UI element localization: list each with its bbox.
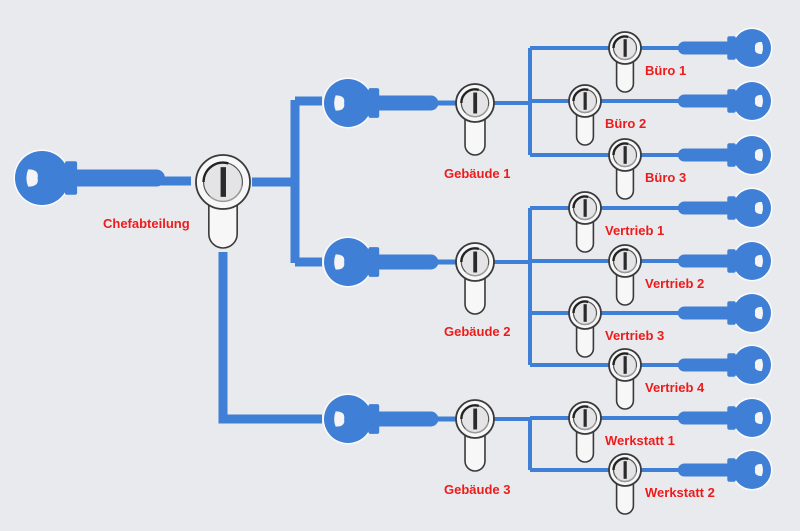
keyway <box>623 39 627 57</box>
master-key <box>13 149 165 207</box>
key-bow <box>733 189 771 227</box>
child-cylinder-2-1 <box>568 191 602 253</box>
key-hole <box>334 95 345 111</box>
key-hole <box>754 41 763 55</box>
child-key-2-4 <box>677 344 773 386</box>
group-key-1 <box>322 77 439 129</box>
key-hole <box>26 169 38 187</box>
group-cylinder-2 <box>455 242 495 315</box>
child-label-1-2: Büro 2 <box>605 116 646 131</box>
connector-lines <box>155 46 685 472</box>
child-cylinder-1-1 <box>608 31 642 93</box>
child-key-2-2 <box>677 240 773 282</box>
keyway <box>220 167 226 197</box>
keyway <box>583 92 587 110</box>
child-key-3-2 <box>677 449 773 491</box>
child-label-3-2: Werkstatt 2 <box>645 485 715 500</box>
child-label-2-3: Vertrieb 3 <box>605 328 664 343</box>
key-bow <box>15 151 69 205</box>
group-label-3: Gebäude 3 <box>444 482 510 497</box>
child-cylinder-3-1 <box>568 401 602 463</box>
key-hole <box>334 254 345 270</box>
child-cylinder-2-3 <box>568 296 602 358</box>
child-key-1-1 <box>677 27 773 69</box>
key-hole <box>754 358 763 372</box>
key-bow <box>733 346 771 384</box>
key-hole <box>754 201 763 215</box>
child-key-3-1 <box>677 397 773 439</box>
child-label-2-2: Vertrieb 2 <box>645 276 704 291</box>
child-label-1-3: Büro 3 <box>645 170 686 185</box>
key-bow <box>733 136 771 174</box>
master-cylinder <box>195 154 251 249</box>
keyway <box>623 461 627 479</box>
child-key-2-3 <box>677 292 773 334</box>
keyway <box>583 409 587 427</box>
key-bow <box>324 238 372 286</box>
group-cylinder-1 <box>455 83 495 156</box>
key-bow <box>733 82 771 120</box>
key-bow <box>733 451 771 489</box>
keys <box>13 27 773 491</box>
keyway <box>623 146 627 164</box>
key-hole <box>754 94 763 108</box>
group-label-1: Gebäude 1 <box>444 166 510 181</box>
child-cylinder-2-4 <box>608 348 642 410</box>
child-cylinder-1-2 <box>568 84 602 146</box>
master-label: Chefabteilung <box>103 216 190 231</box>
group-label-2: Gebäude 2 <box>444 324 510 339</box>
keyway <box>583 304 587 322</box>
key-bow <box>324 395 372 443</box>
child-label-2-1: Vertrieb 1 <box>605 223 664 238</box>
key-bow <box>733 294 771 332</box>
group-cylinder-3 <box>455 399 495 472</box>
group-key-2 <box>322 236 439 288</box>
keyway <box>583 199 587 217</box>
key-bow <box>733 242 771 280</box>
branch-g3 <box>218 252 322 424</box>
child-key-2-1 <box>677 187 773 229</box>
key-hole <box>754 411 763 425</box>
child-cylinder-1-3 <box>608 138 642 200</box>
key-bow <box>324 79 372 127</box>
child-key-1-3 <box>677 134 773 176</box>
child-cylinder-2-2 <box>608 244 642 306</box>
cylinders <box>195 31 642 515</box>
key-hole <box>754 306 763 320</box>
key-bow <box>733 29 771 67</box>
keyway <box>623 252 627 270</box>
keyway <box>473 408 478 430</box>
group-key-3 <box>322 393 439 445</box>
child-label-1-1: Büro 1 <box>645 63 686 78</box>
child-label-3-1: Werkstatt 1 <box>605 433 675 448</box>
key-hole <box>334 411 345 427</box>
keyway <box>473 92 478 114</box>
key-hole <box>754 254 763 268</box>
child-label-2-4: Vertrieb 4 <box>645 380 705 395</box>
labels: Chefabteilung Gebäude 1 Büro 1 Büro 2 Büro 3… <box>103 63 715 500</box>
child-key-1-2 <box>677 80 773 122</box>
child-cylinder-3-2 <box>608 453 642 515</box>
keyway <box>623 356 627 374</box>
keyway <box>473 251 478 273</box>
key-hole <box>754 463 763 477</box>
key-bow <box>733 399 771 437</box>
key-hole <box>754 148 763 162</box>
